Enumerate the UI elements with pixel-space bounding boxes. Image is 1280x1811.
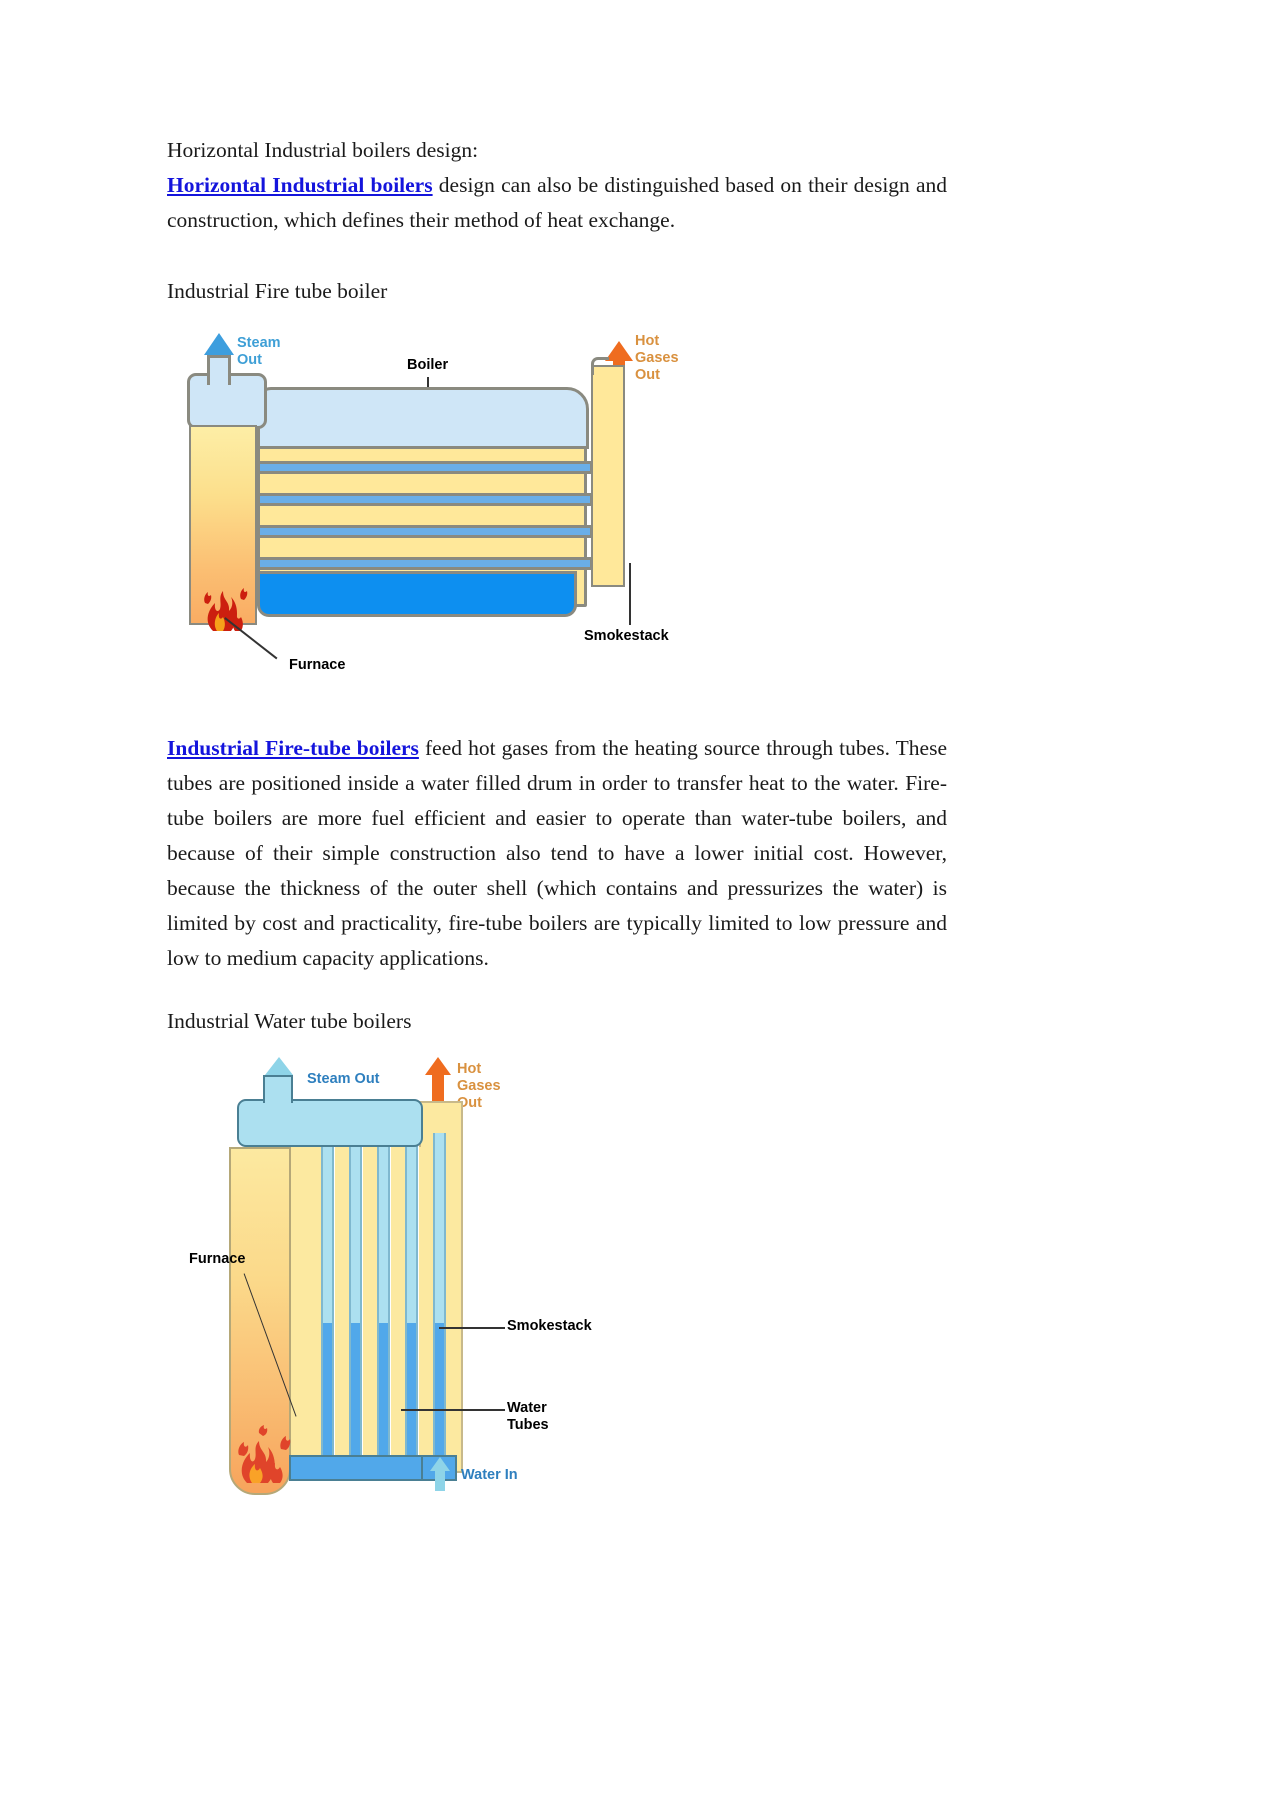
- label-water-tubes: Water Tubes: [507, 1400, 549, 1433]
- figure-fire-tube-boiler: Steam Out Boiler Hot Gases Out: [179, 325, 739, 695]
- steam-drum: [237, 1099, 423, 1147]
- label-steam-out: Steam Out: [237, 335, 281, 368]
- fire-tube: [257, 525, 593, 538]
- steam-outlet-stub: [207, 355, 231, 385]
- hot-gas-gap: [291, 1147, 321, 1473]
- boiler-steam-drum: [257, 387, 589, 449]
- boiler-water-body: [257, 571, 577, 617]
- intro-heading: Horizontal Industrial boilers design:: [167, 138, 479, 162]
- smokestack-cap: [591, 357, 609, 375]
- intro-paragraph-text: design can also be distinguished based o…: [167, 173, 948, 232]
- label-boiler: Boiler: [407, 357, 449, 373]
- leader-line-water-tubes: [401, 1409, 505, 1411]
- flame-icon: [204, 588, 248, 631]
- figure-water-tube-boiler: Steam Out Hot Gases Out: [189, 1055, 619, 1575]
- flame-icon: [238, 1425, 291, 1483]
- fire-tube: [257, 557, 593, 570]
- hot-gas-gap: [335, 1147, 349, 1473]
- body-paragraph-1: Industrial Fire-tube boilers feed hot ga…: [167, 731, 947, 976]
- link-industrial-fire-tube-boilers[interactable]: Industrial Fire-tube boilers: [167, 736, 419, 760]
- water-tube-steam-section: [433, 1133, 446, 1323]
- smokestack-duct: [591, 365, 625, 587]
- label-furnace: Furnace: [289, 657, 346, 673]
- leader-line-smokestack: [629, 563, 631, 625]
- label-steam-out: Steam Out: [307, 1071, 380, 1087]
- water-tube-steam-section: [349, 1133, 362, 1323]
- hot-gases-out-arrow-icon: [425, 1057, 451, 1101]
- water-tube-steam-section: [377, 1133, 390, 1323]
- link-horizontal-industrial-boilers[interactable]: Horizontal Industrial boilers: [167, 173, 433, 197]
- water-tube-steam-section: [321, 1133, 334, 1323]
- spacer: [167, 309, 947, 325]
- label-smokestack: Smokestack: [584, 628, 669, 644]
- label-hot-gases-out: Hot Gases Out: [457, 1061, 501, 1111]
- hot-gas-gap: [419, 1147, 433, 1473]
- spacer: [167, 1039, 947, 1055]
- spacer: [167, 238, 947, 274]
- hot-gas-gap: [363, 1147, 377, 1473]
- fire-tube: [257, 461, 593, 474]
- spacer: [167, 976, 947, 1004]
- fire-tube: [257, 493, 593, 506]
- leader-line-smokestack: [439, 1327, 505, 1329]
- label-hot-gases-out: Hot Gases Out: [635, 333, 679, 383]
- document-content: Horizontal Industrial boilers design: Ho…: [167, 133, 947, 1575]
- water-tube-water-section: [321, 1323, 334, 1463]
- label-furnace: Furnace: [189, 1251, 246, 1267]
- section2-heading: Industrial Water tube boilers: [167, 1009, 412, 1033]
- water-tube-water-section: [405, 1323, 418, 1463]
- intro-paragraph: Horizontal Industrial boilers design can…: [167, 168, 947, 238]
- water-tube-steam-section: [405, 1133, 418, 1323]
- water-in-arrow-icon: [430, 1457, 450, 1491]
- water-tube-water-section: [377, 1323, 390, 1463]
- section1-heading: Industrial Fire tube boiler: [167, 279, 388, 303]
- spacer: [167, 695, 947, 731]
- water-tube-water-section: [349, 1323, 362, 1463]
- label-smokestack: Smokestack: [507, 1318, 592, 1334]
- label-water-in: Water In: [461, 1467, 518, 1483]
- water-tube-water-section: [433, 1323, 446, 1463]
- hot-gas-gap: [391, 1147, 405, 1473]
- steam-outlet-stub: [263, 1075, 293, 1103]
- body-paragraph-1-text: feed hot gases from the heating source t…: [167, 736, 947, 970]
